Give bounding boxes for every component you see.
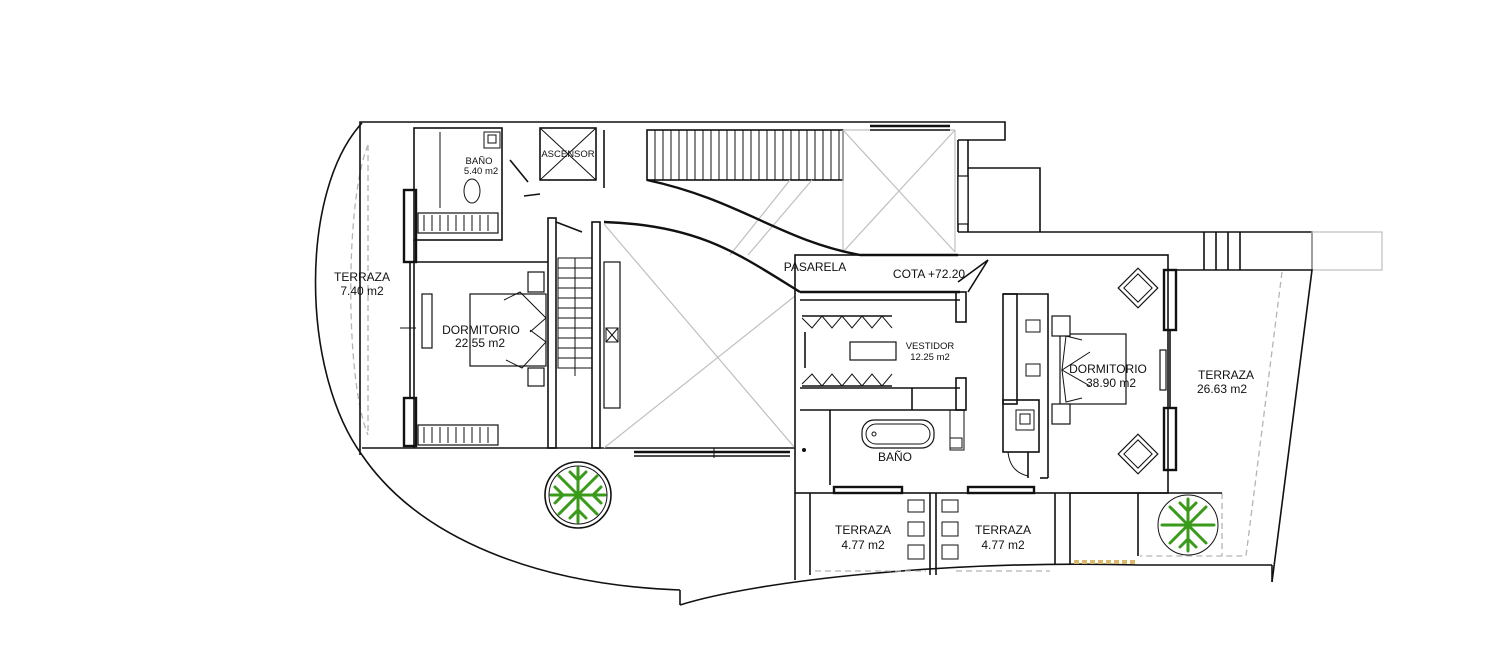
label-terraza-bottom-1-area: 4.77 m2 bbox=[841, 538, 885, 552]
armchair-top bbox=[1117, 267, 1159, 309]
label-terraza-bottom-2-area: 4.77 m2 bbox=[981, 538, 1025, 552]
label-bano-small-area: 5.40 m2 bbox=[464, 166, 498, 177]
label-terraza-left-area: 7.40 m2 bbox=[340, 284, 384, 298]
room-labels: BAÑO 5.40 m2 ASCENSOR TERRAZA 7.40 m2 DO… bbox=[334, 149, 1254, 552]
armchair-bottom bbox=[1117, 433, 1159, 475]
bottom-terraces bbox=[794, 492, 1222, 580]
label-bano-small: BAÑO bbox=[466, 156, 493, 167]
label-terraza-bottom-2: TERRAZA bbox=[975, 523, 1031, 537]
label-dormitorio-right-area: 38.90 m2 bbox=[1086, 376, 1136, 390]
label-dormitorio-left: DORMITORIO bbox=[442, 323, 520, 337]
label-cota: COTA +72.20 bbox=[893, 267, 965, 281]
label-terraza-right: TERRAZA bbox=[1198, 368, 1254, 382]
wardrobe-ticks-bottom bbox=[423, 427, 489, 443]
tree-right bbox=[1157, 494, 1219, 556]
right-bedroom-block bbox=[794, 254, 1178, 495]
label-vestidor: VESTIDOR bbox=[906, 341, 955, 352]
label-dormitorio-left-area: 22.55 m2 bbox=[455, 336, 505, 350]
label-terraza-bottom-1: TERRAZA bbox=[835, 523, 891, 537]
vestidor-hangers bbox=[801, 315, 893, 387]
stair-left bbox=[547, 217, 621, 449]
stair-top bbox=[646, 129, 844, 181]
step-pads bbox=[907, 499, 959, 560]
label-bano-main: BAÑO bbox=[878, 450, 912, 464]
elevator-shaft bbox=[539, 127, 605, 188]
label-ascensor: ASCENSOR bbox=[541, 149, 594, 160]
pasarela-walkway bbox=[603, 124, 989, 458]
stair-top-treads bbox=[654, 130, 840, 180]
label-pasarela: PASARELA bbox=[784, 260, 846, 274]
outer-walls bbox=[314, 121, 1383, 606]
label-terraza-left: TERRAZA bbox=[334, 270, 390, 284]
wardrobe-ticks-top bbox=[423, 215, 489, 231]
label-dormitorio-right: DORMITORIO bbox=[1069, 362, 1147, 376]
tree-left bbox=[544, 461, 612, 529]
label-vestidor-area: 12.25 m2 bbox=[910, 352, 950, 363]
left-bedroom-wing bbox=[400, 127, 548, 448]
void-area bbox=[603, 129, 956, 449]
label-terraza-right-area: 26.63 m2 bbox=[1197, 382, 1247, 396]
